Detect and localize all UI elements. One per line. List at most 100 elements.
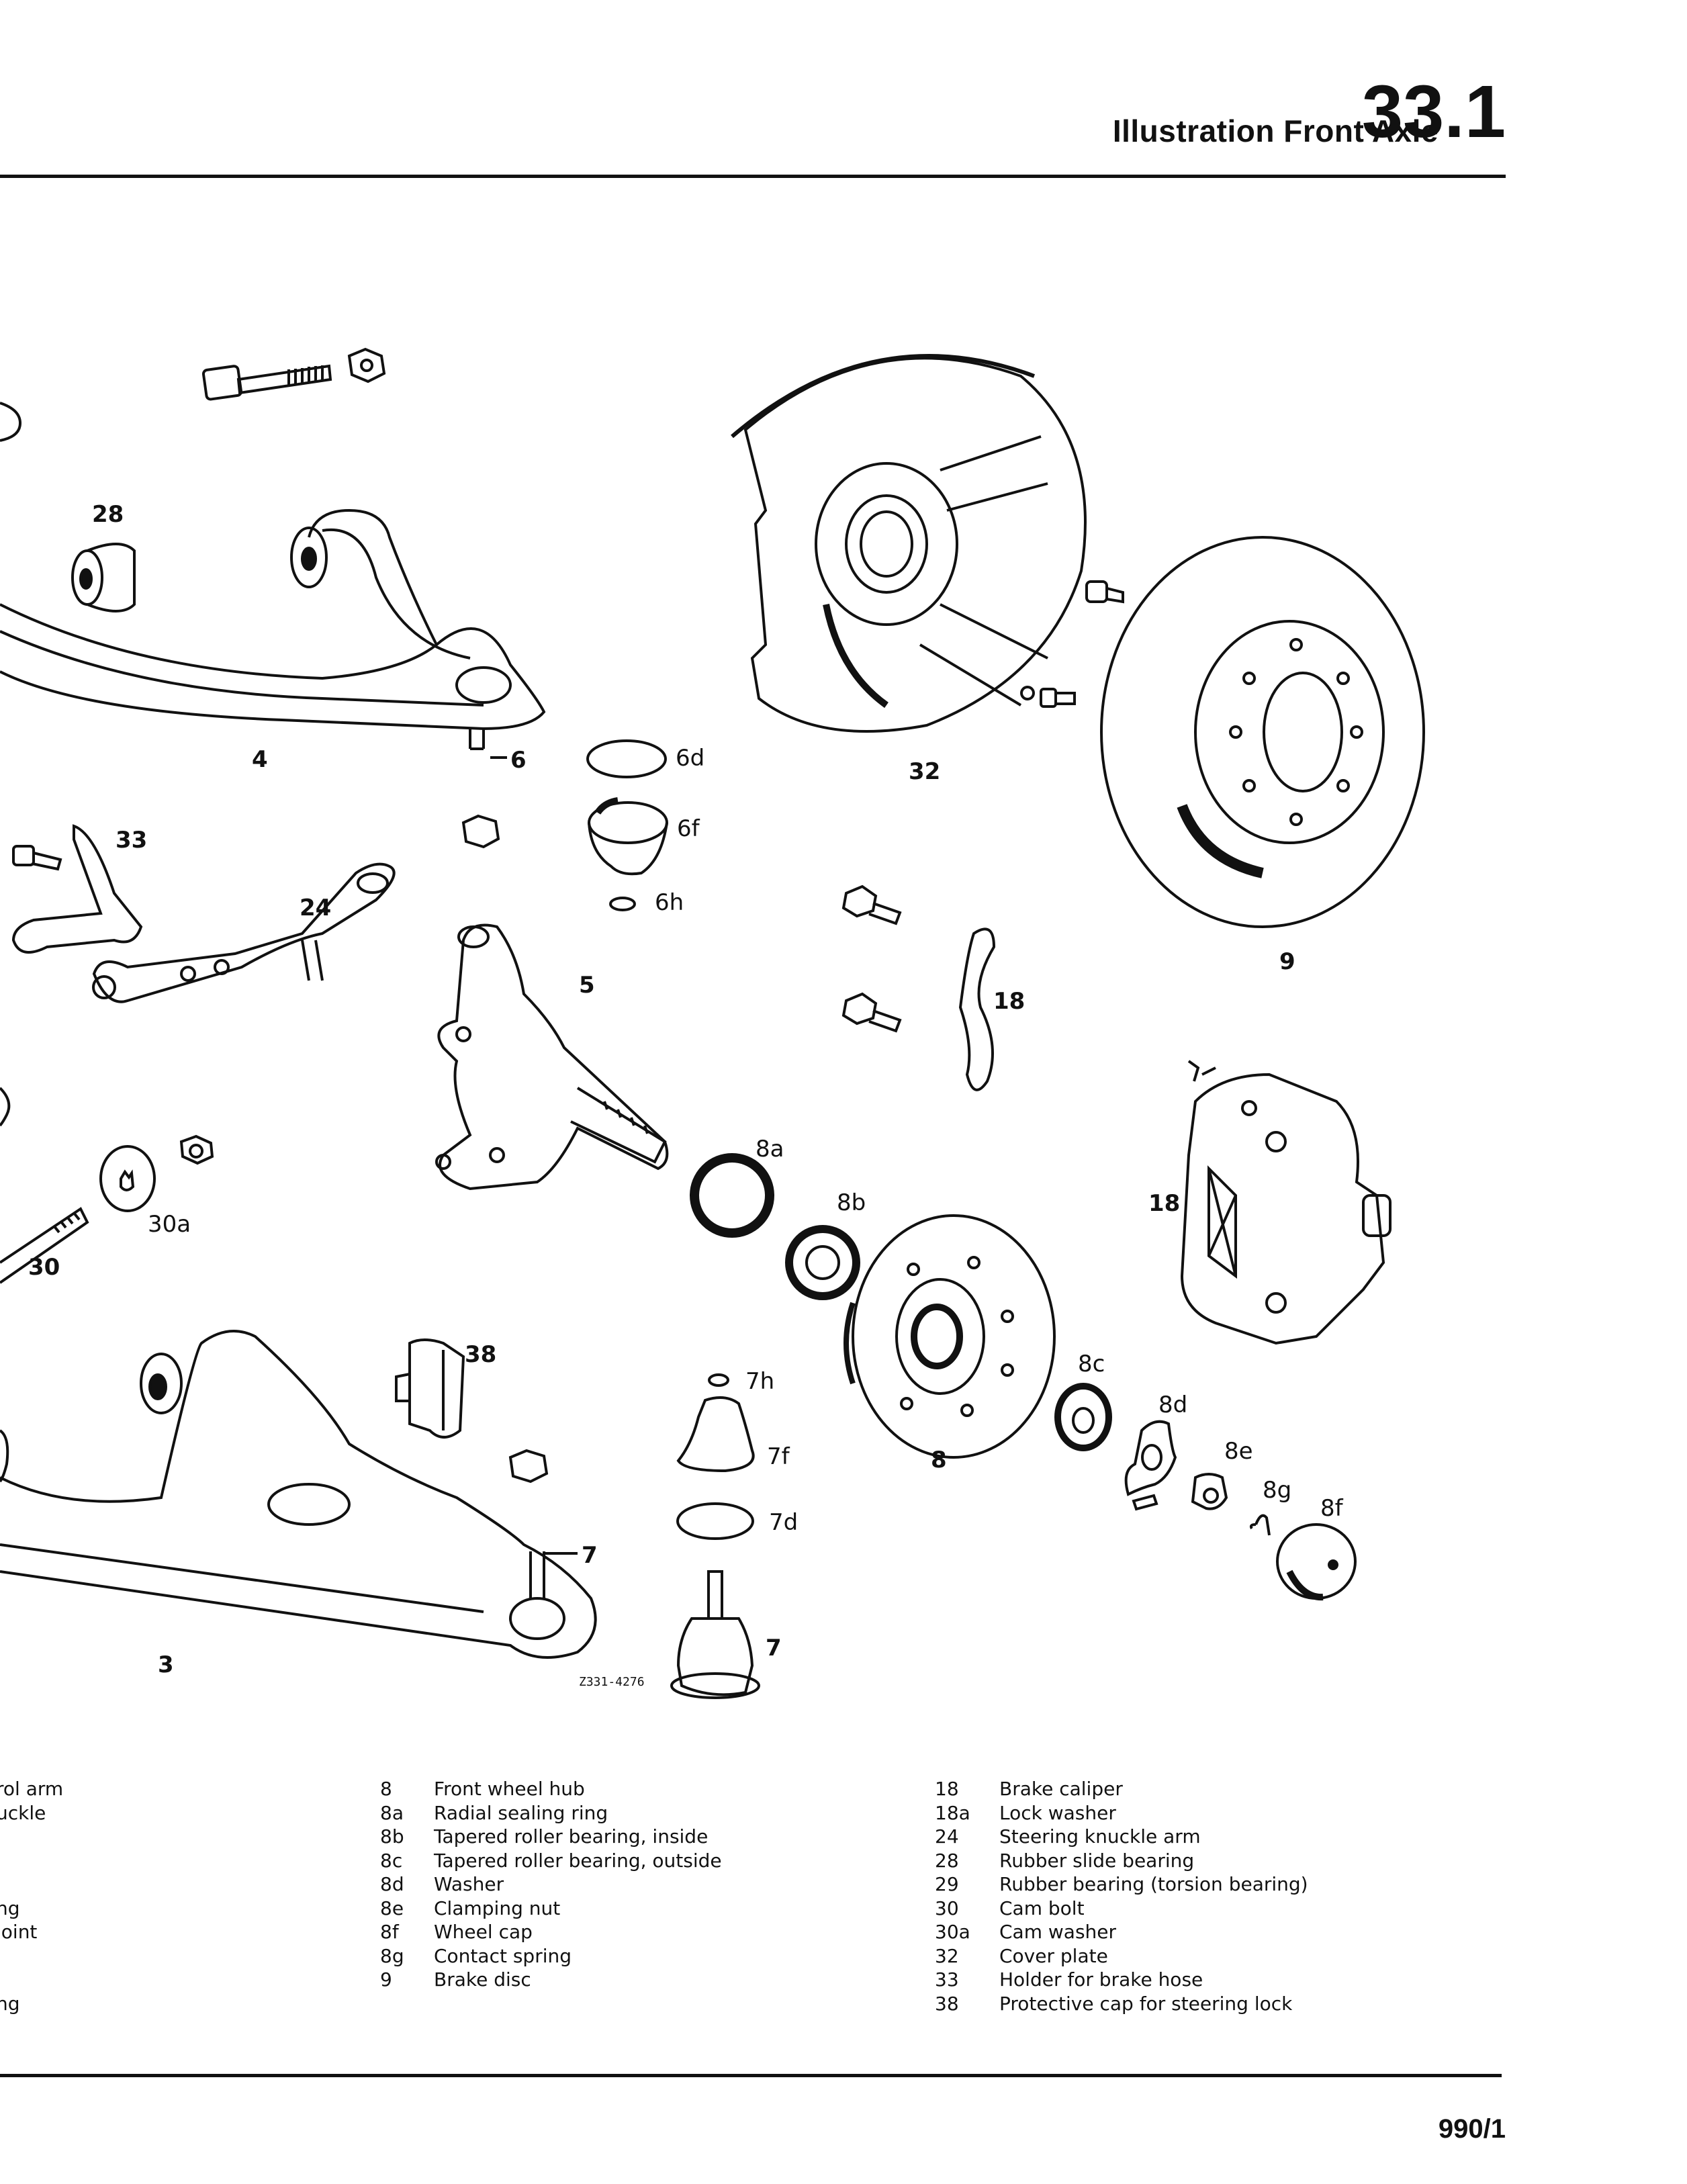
legend-num: 33	[935, 1968, 959, 1991]
callout-24: 24	[300, 895, 331, 921]
legend-column-1: rol arm uckle ng joint ng	[0, 1777, 63, 2015]
bolt-part	[201, 364, 332, 401]
callout-7d: 7d	[769, 1509, 798, 1536]
legend-num: 30	[935, 1897, 959, 1919]
legend-desc: Tapered roller bearing, outside	[434, 1849, 722, 1872]
callout-9: 9	[1279, 948, 1295, 975]
legend-row	[0, 1825, 63, 1849]
cup-6f-part	[588, 797, 668, 876]
brake-disc-part	[1100, 536, 1425, 928]
legend-row: 8e Clamping nut	[380, 1897, 722, 1921]
legend-num: 8f	[380, 1921, 399, 1943]
legend-num: 9	[380, 1968, 392, 1991]
nut-partial	[0, 402, 22, 442]
legend-num: 18	[935, 1778, 959, 1800]
callout-18: 18	[1148, 1190, 1180, 1217]
legend-desc: Tapered roller bearing, inside	[434, 1825, 709, 1848]
callout-38: 38	[465, 1341, 496, 1368]
legend-desc: Cam washer	[999, 1921, 1117, 1943]
wheel-hub-part	[844, 1214, 1056, 1459]
ring-7d-part	[676, 1502, 754, 1540]
radial-sealing-ring-part	[690, 1153, 774, 1238]
legend-num: 29	[935, 1873, 959, 1895]
legend-row: 8f Wheel cap	[380, 1920, 722, 1944]
header-rule	[0, 175, 1506, 178]
legend-num: 32	[935, 1944, 959, 1967]
legend-row: rol arm	[0, 1777, 63, 1801]
legend-row: 32 Cover plate	[935, 1944, 1308, 1968]
legend-desc: uckle	[0, 1801, 46, 1824]
footer-rule	[0, 2074, 1502, 2077]
legend-num: 38	[935, 1992, 959, 2015]
legend-desc: Lock washer	[999, 1801, 1116, 1824]
washer-8d-part	[1124, 1420, 1177, 1496]
wheel-cap-part	[1276, 1523, 1357, 1601]
screw-part	[1132, 1494, 1158, 1511]
callout-6f: 6f	[677, 815, 700, 842]
washer-6h-part	[609, 897, 636, 911]
steering-knuckle-arm-part	[92, 862, 396, 1003]
page-number: 990/1	[1438, 2114, 1506, 2144]
legend-row: joint	[0, 1920, 63, 1944]
legend-desc: Front wheel hub	[434, 1778, 585, 1800]
legend-desc: Cover plate	[999, 1944, 1108, 1967]
upper-control-arm-part	[0, 508, 546, 750]
ring-6d-part	[586, 739, 667, 778]
callout-8f: 8f	[1320, 1495, 1344, 1522]
callout-6: 6	[510, 747, 527, 774]
legend-desc: Protective cap for steering lock	[999, 1992, 1293, 2015]
screw-part	[1085, 580, 1124, 604]
page-title: Illustration Front Axle	[1112, 113, 1439, 148]
legend-row: 30 Cam bolt	[935, 1897, 1308, 1921]
legend-desc: Steering knuckle arm	[999, 1825, 1201, 1848]
callout-7f: 7f	[767, 1443, 790, 1470]
callout-32: 32	[909, 758, 940, 785]
legend-num: 18a	[935, 1801, 970, 1824]
nut-part	[508, 1449, 549, 1484]
callout-4: 4	[252, 746, 268, 773]
callout-8g: 8g	[1263, 1477, 1291, 1504]
clamping-nut-part	[1191, 1473, 1228, 1510]
legend-desc: Brake caliper	[999, 1778, 1123, 1800]
lock-washer-part	[958, 927, 996, 1091]
brake-caliper-part	[1180, 1060, 1392, 1345]
legend-row: ng	[0, 1992, 63, 2016]
legend-num: 8e	[380, 1897, 404, 1919]
bolt-part	[841, 992, 902, 1033]
legend-row: 29 Rubber bearing (torsion bearing)	[935, 1872, 1308, 1897]
callout-8d: 8d	[1158, 1392, 1187, 1418]
section-number: 33.1	[1361, 71, 1506, 153]
callout-8: 8	[931, 1447, 947, 1473]
callout-8a: 8a	[756, 1136, 784, 1163]
legend-desc: Cam bolt	[999, 1897, 1085, 1919]
legend-row: ng	[0, 1897, 63, 1921]
legend-row	[0, 1872, 63, 1897]
boot-7f-part	[676, 1396, 755, 1473]
legend-desc: Wheel cap	[434, 1921, 533, 1943]
legend-desc: Clamping nut	[434, 1897, 561, 1919]
legend-desc: ng	[0, 1897, 20, 1919]
legend-desc: Rubber bearing (torsion bearing)	[999, 1873, 1308, 1895]
nut-part	[461, 814, 500, 849]
screw-part	[1020, 686, 1076, 708]
legend-desc: ng	[0, 1992, 20, 2015]
legend-desc: joint	[0, 1921, 38, 1943]
legend-num: 8d	[380, 1873, 404, 1895]
callout-6d: 6d	[676, 745, 704, 772]
roller-bearing-inside-part	[785, 1225, 860, 1300]
steering-knuckle-part	[435, 923, 669, 1191]
lower-control-arm-part	[0, 1330, 597, 1659]
cover-plate-part	[731, 354, 1087, 733]
callout-8c: 8c	[1078, 1351, 1105, 1377]
